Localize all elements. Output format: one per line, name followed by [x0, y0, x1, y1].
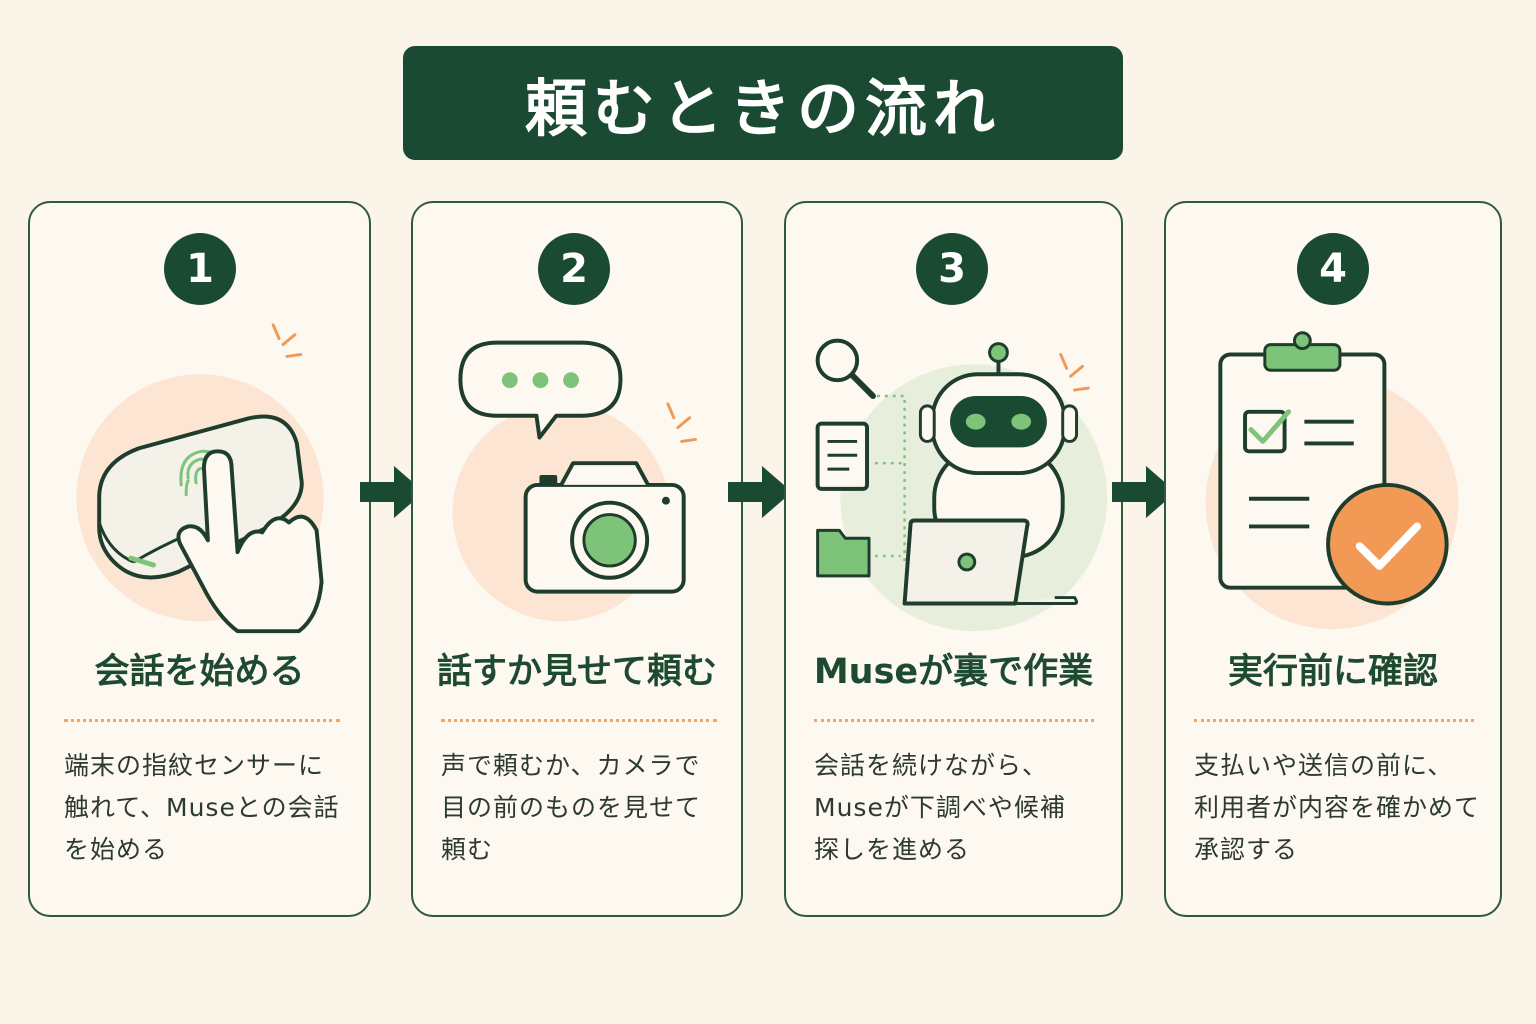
- check-badge-icon: [1326, 482, 1449, 606]
- description-line: 支払いや送信の前に、: [1194, 751, 1454, 780]
- speech-bubble-icon: [458, 340, 623, 440]
- title-banner: 頼むときの流れ: [403, 46, 1123, 160]
- folder-icon: [816, 528, 871, 578]
- step-description: 会話を続けながら、 Museが下調べや候補 探しを進める: [814, 745, 1066, 871]
- spark-icon: [1059, 352, 1090, 392]
- search-icon: [815, 338, 876, 399]
- step-description: 声で頼むか、カメラで 目の前のものを見せて 頼む: [441, 745, 701, 871]
- page-title: 頼むときの流れ: [524, 72, 1001, 145]
- description-line: 利用者が内容を確かめて: [1194, 793, 1481, 822]
- step-number-badge: 2: [538, 233, 610, 305]
- pointing-hand-icon: [176, 449, 324, 634]
- camera-icon: [523, 461, 686, 594]
- checkbox-icon: [1243, 409, 1292, 454]
- step-heading: 会話を始める: [94, 652, 305, 692]
- spark-icon: [666, 402, 698, 443]
- description-line: 声で頼むか、カメラで: [441, 751, 701, 780]
- step-card-1: 1 会話を始める 端末の指紋センサーに 触れて、Museと: [28, 201, 371, 917]
- step-card-3: 3: [784, 201, 1123, 917]
- spark-icon: [271, 323, 303, 358]
- step-card-2: 2 話すか見せて頼む 声で頼むか、カメラで 目の前のものを見せて: [411, 201, 743, 917]
- arrow-right-icon: [728, 466, 792, 518]
- description-line: 会話を続けながら、: [814, 751, 1049, 780]
- laptop-icon: [902, 518, 1078, 606]
- description-line: Museが下調べや候補: [814, 793, 1066, 822]
- description-line: 目の前のものを見せて: [441, 793, 702, 822]
- step-heading: 実行前に確認: [1227, 652, 1438, 692]
- step-number-badge: 3: [916, 233, 988, 305]
- description-line: 端末の指紋センサーに: [64, 751, 325, 780]
- step-number-badge: 1: [164, 233, 236, 305]
- step-1-illustration: [76, 323, 324, 634]
- step-description: 端末の指紋センサーに 触れて、Museとの会話 を始める: [64, 745, 340, 871]
- dotted-divider: [64, 719, 340, 722]
- connector-lines: [874, 394, 906, 562]
- step-card-4: 4 実行前に確認 支払いや送信の前に、 利用者が内容を確かめて 承認する: [1164, 201, 1502, 917]
- description-line: を始める: [64, 835, 169, 864]
- description-line: 頼む: [441, 835, 494, 864]
- dotted-divider: [814, 719, 1094, 722]
- device-icon: [97, 414, 304, 580]
- description-line: 探しを進める: [814, 835, 971, 864]
- arrow-right-icon: [360, 466, 424, 518]
- step-description: 支払いや送信の前に、 利用者が内容を確かめて 承認する: [1194, 745, 1480, 871]
- step-3-illustration: [815, 338, 1108, 632]
- description-line: 触れて、Museとの会話: [64, 793, 340, 822]
- dotted-divider: [1194, 719, 1474, 722]
- step-heading: Museが裏で作業: [813, 652, 1094, 692]
- description-line: 承認する: [1194, 835, 1299, 864]
- step-2-illustration: [452, 340, 698, 622]
- dotted-divider: [441, 719, 717, 722]
- document-icon: [815, 421, 870, 491]
- step-heading: 話すか見せて頼む: [436, 652, 717, 692]
- arrow-right-icon: [1112, 466, 1176, 518]
- step-4-illustration: [1205, 331, 1459, 630]
- step-number-badge: 4: [1297, 233, 1369, 305]
